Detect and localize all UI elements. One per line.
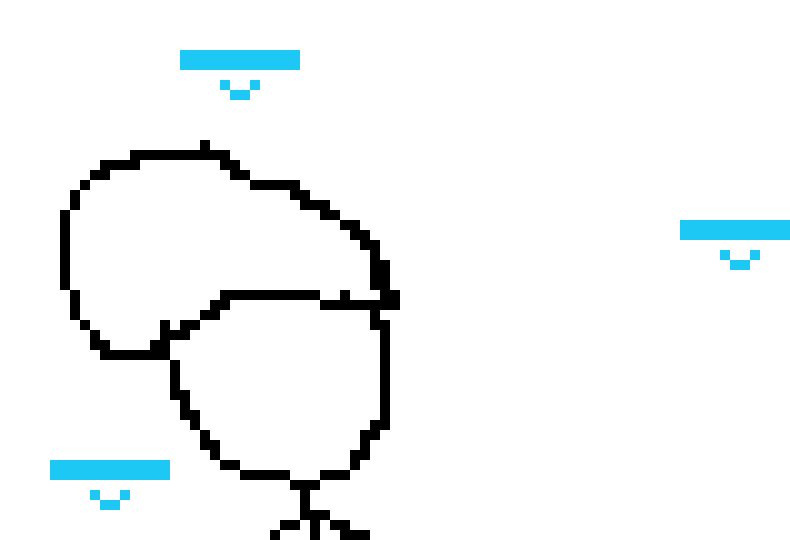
cloud-platform-icon — [50, 460, 170, 510]
cloud-platform-icon — [680, 220, 790, 270]
doodle-creature-icon — [60, 140, 400, 540]
cloud-platform-icon — [180, 50, 300, 100]
